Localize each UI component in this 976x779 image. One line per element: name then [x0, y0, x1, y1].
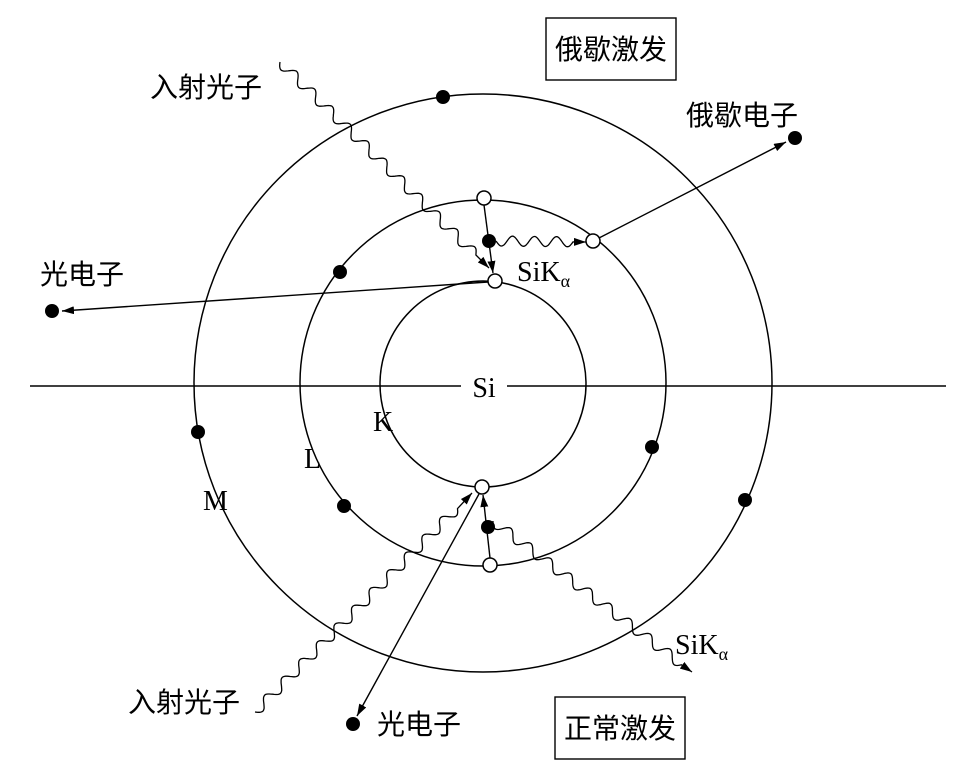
m-shell-orbit	[193, 93, 773, 673]
auger-electron-label: 俄歇电子	[686, 100, 798, 132]
photoelectron-arrow-left	[61, 281, 489, 315]
incident-photon-label-top: 入射光子	[150, 72, 262, 104]
photoelectron-arrow-bottom	[356, 493, 480, 717]
sika-label-bottom-base: SiK	[675, 630, 719, 661]
l-shell-vacancy-top	[476, 190, 492, 206]
incident-photon-label-bottom: 入射光子	[128, 687, 240, 719]
characteristic-xray-wave	[492, 521, 693, 673]
energy-transfer-wave	[495, 235, 587, 248]
m-shell-electron-right	[738, 493, 752, 507]
photoelectron-label-left: 光电子	[40, 259, 124, 291]
m-shell-electron-top	[436, 90, 450, 104]
auger-excitation-box	[545, 17, 677, 81]
sika-label-top-sub: α	[561, 271, 571, 291]
l-shell-electron-lower-left	[337, 499, 351, 513]
photoelectron-bottom	[346, 717, 360, 731]
sika-label-top: SiKα	[517, 257, 571, 291]
atom-label: Si	[472, 373, 496, 404]
transitioning-electron-bottom	[481, 520, 495, 534]
incident-photon-wave-top	[279, 61, 490, 269]
sika-label-bottom: SiKα	[675, 630, 729, 664]
auger-electron	[788, 131, 802, 145]
photoelectron-label-bottom: 光电子	[377, 709, 461, 741]
l-shell-vacancy-auger	[585, 233, 601, 249]
l-shell-label: L	[304, 444, 321, 475]
photoelectron-left	[45, 304, 59, 318]
auger-excitation-label: 俄歇激发	[555, 34, 667, 66]
l-shell-electron-right	[645, 440, 659, 454]
normal-excitation-label: 正常激发	[564, 713, 676, 745]
m-shell-label: M	[203, 486, 228, 517]
l-shell-electron-upper-left	[333, 265, 347, 279]
auger-electron-arrow	[598, 141, 787, 239]
sika-label-top-base: SiK	[517, 257, 561, 288]
k-shell-vacancy-top	[487, 273, 503, 289]
normal-excitation-box	[554, 696, 686, 760]
k-shell-label: K	[373, 407, 393, 438]
incident-photon-wave-bottom	[254, 492, 473, 713]
transitioning-electron-top	[482, 234, 496, 248]
sika-label-bottom-sub: α	[719, 644, 729, 664]
k-shell-vacancy-bottom	[474, 479, 490, 495]
l-shell-vacancy-bottom	[482, 557, 498, 573]
m-shell-electron-left	[191, 425, 205, 439]
atom-label-backing	[461, 370, 507, 404]
